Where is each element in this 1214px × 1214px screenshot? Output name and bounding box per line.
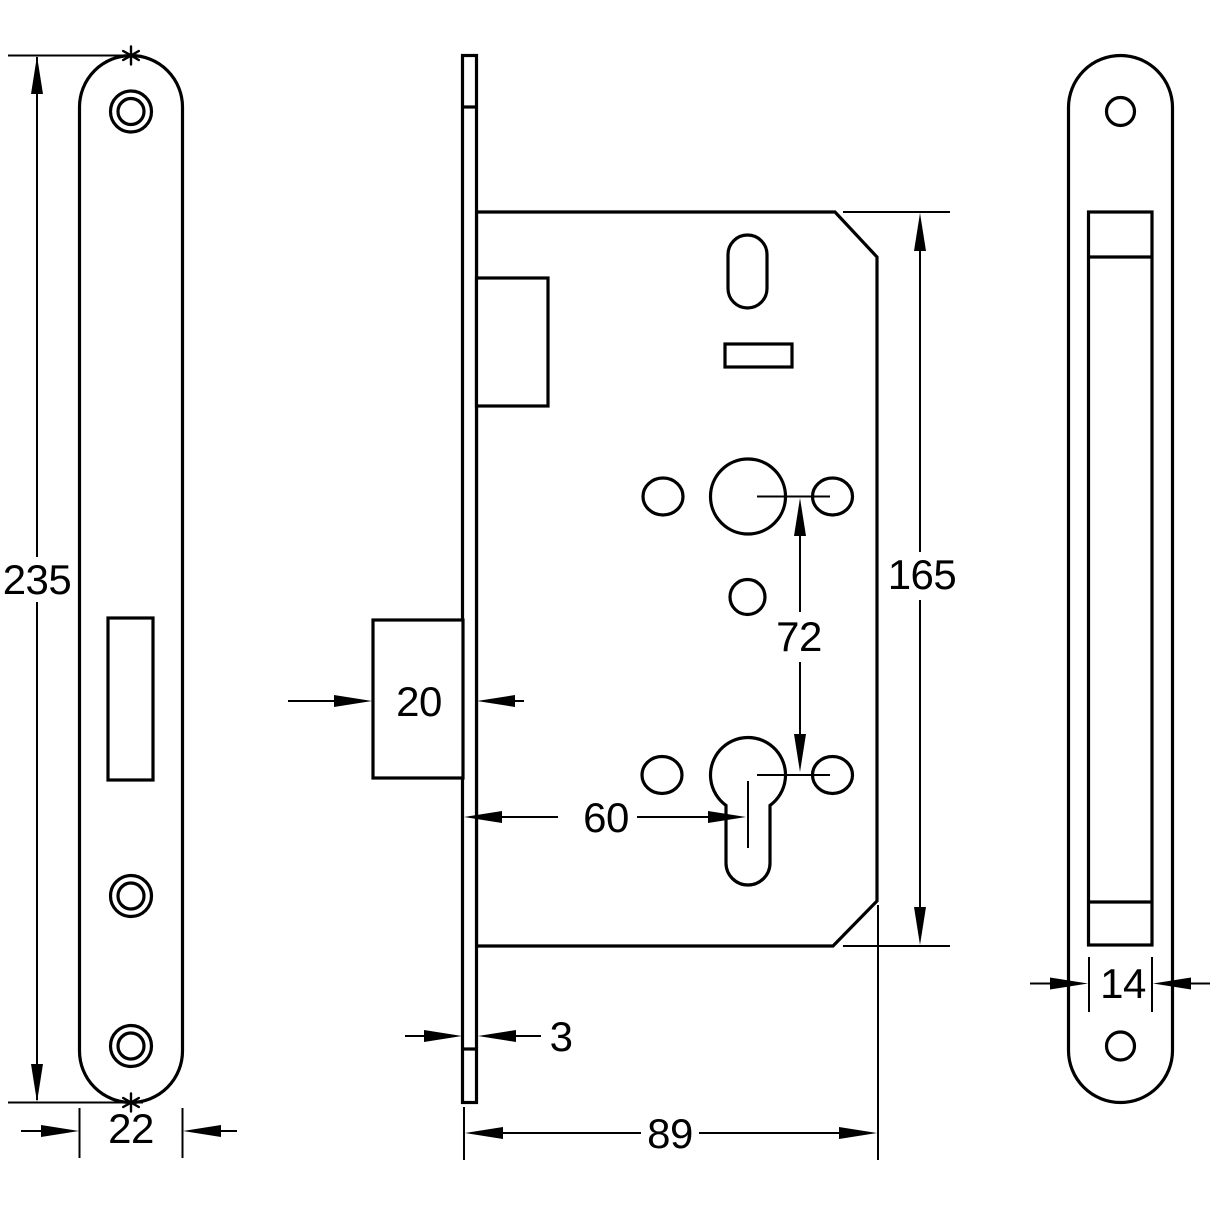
screw-hole-top-inner <box>116 96 146 127</box>
dim-bolt-throw: 20 <box>288 678 524 725</box>
dim-plate-height-value: 235 <box>3 556 72 603</box>
faceplate-edge <box>460 53 479 1105</box>
latch-bolt <box>474 276 550 408</box>
lock-case-side-view <box>371 53 879 1105</box>
plate-end-asterisk-bottom <box>121 1092 141 1113</box>
dim-case-depth-value: 89 <box>647 1110 693 1157</box>
front-screw-hole-top <box>1104 95 1137 128</box>
dim-case-depth: 89 <box>463 905 879 1160</box>
dim-plate-width: 22 <box>21 1105 237 1158</box>
arrow-left <box>477 695 515 707</box>
arrow-left <box>183 1125 221 1137</box>
dim-backset-value: 60 <box>583 794 629 841</box>
dim-backset: 60 <box>464 794 746 841</box>
front-screw-hole-bottom <box>1104 1030 1137 1062</box>
dim-plate-thickness-value: 3 <box>550 1013 573 1060</box>
dim-case-width-value: 14 <box>1100 960 1146 1007</box>
fixing-hole-center <box>728 577 767 617</box>
dim-case-height: 165 <box>843 211 957 947</box>
dim-plate-thickness: 3 <box>405 1013 573 1060</box>
dim-plate-width-value: 22 <box>108 1105 154 1152</box>
dim-spindle-to-cylinder: 72 <box>776 498 822 772</box>
dim-spindle-to-cylinder-value: 72 <box>776 613 822 660</box>
dim-case-width: 14 <box>1030 957 1210 1012</box>
plate-end-asterisk-top <box>121 45 141 66</box>
arrow-down <box>914 907 926 945</box>
faceplate-outline <box>77 53 185 1105</box>
arrow-up <box>914 213 926 251</box>
dim-plate-height: 235 <box>3 45 143 1113</box>
arrow-left <box>464 811 502 823</box>
arrow-left <box>465 1127 503 1139</box>
arrow-left <box>1153 977 1191 990</box>
arrow-right <box>1050 977 1088 990</box>
arrow-up <box>794 498 806 536</box>
handle-screw-hole-left <box>641 476 685 517</box>
screw-hole-mid-inner <box>116 881 146 911</box>
arrow-right <box>424 1030 462 1042</box>
arrow-right <box>839 1127 877 1139</box>
faceplate-front-view <box>77 53 185 1105</box>
stop-slot <box>723 342 794 369</box>
case-front-outline <box>1086 210 1154 947</box>
arrow-down <box>31 1064 43 1102</box>
arrow-right <box>708 811 746 823</box>
arrow-right <box>41 1125 79 1137</box>
deadbolt-cutout <box>106 616 155 782</box>
deadbolt-thrown <box>371 618 465 780</box>
arrow-left <box>478 1030 516 1042</box>
dim-bolt-throw-value: 20 <box>396 678 442 725</box>
arrow-right <box>334 695 372 707</box>
dim-case-height-value: 165 <box>888 551 957 598</box>
arrow-up <box>31 56 43 94</box>
lock-front-view <box>1066 53 1175 1105</box>
cylinder-screw-hole-left <box>640 754 684 796</box>
screw-hole-bottom-inner <box>116 1031 146 1061</box>
arrow-down <box>794 734 806 772</box>
top-slot <box>726 233 769 310</box>
